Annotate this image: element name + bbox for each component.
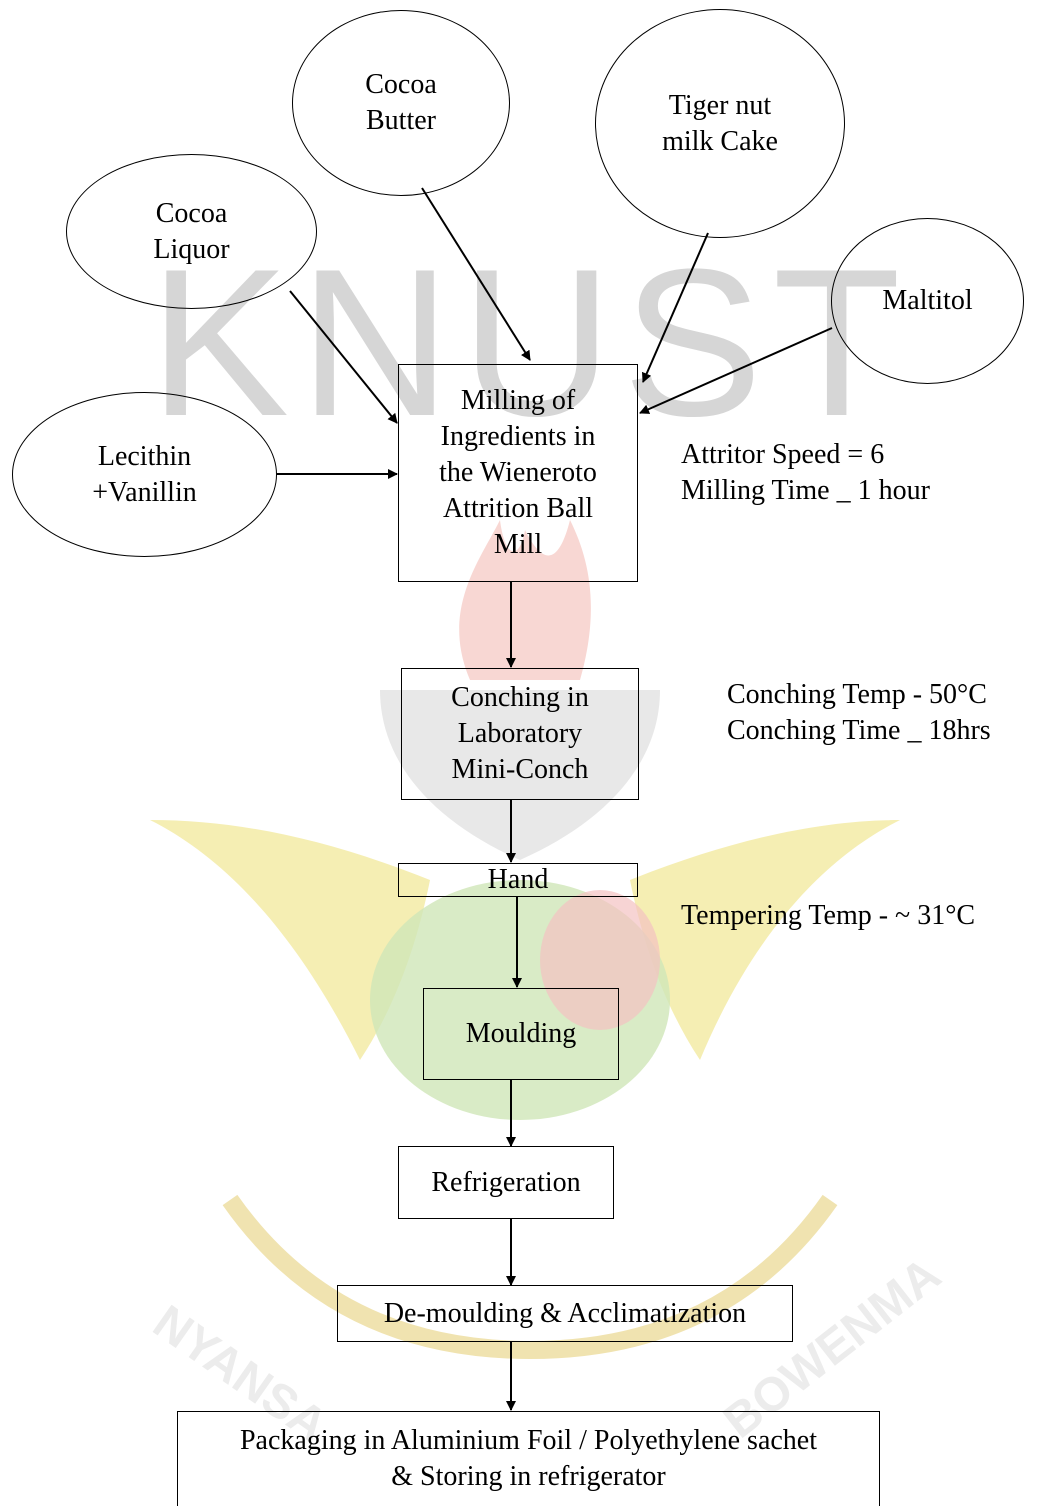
note-tempering-parameters: Tempering Temp - ~ 31°C <box>681 900 976 931</box>
step-conching: Conching in Laboratory Mini-Conch <box>401 668 639 800</box>
arrow-tiger-nut-to-milling <box>642 232 709 383</box>
step-packaging: Packaging in Aluminium Foil / Polyethyle… <box>177 1411 880 1506</box>
node-tiger-nut-milk-cake: Tiger nut milk Cake <box>595 9 845 238</box>
step-demoulding: De-moulding & Acclimatization <box>337 1285 793 1342</box>
node-lecithin-vanillin: Lecithin +Vanillin <box>12 392 277 557</box>
step-refrigeration: Refrigeration <box>398 1146 614 1219</box>
note-milling-parameters: Attritor Speed = 6 Milling Time _ 1 hour <box>681 439 930 506</box>
node-cocoa-liquor: Cocoa Liquor <box>66 154 317 309</box>
node-maltitol: Maltitol <box>831 218 1024 384</box>
arrow-maltitol-to-milling <box>639 327 833 414</box>
note-conching-parameters: Conching Temp - 50°C Conching Time _ 18h… <box>727 679 991 746</box>
step-moulding: Moulding <box>423 988 619 1080</box>
arrow-cocoa-liquor-to-milling <box>289 290 398 424</box>
step-hand: Hand <box>398 863 638 897</box>
step-milling: Milling of Ingredients in the Wieneroto … <box>398 364 638 582</box>
node-cocoa-butter: Cocoa Butter <box>292 10 510 196</box>
arrow-cocoa-butter-to-milling <box>421 187 531 361</box>
